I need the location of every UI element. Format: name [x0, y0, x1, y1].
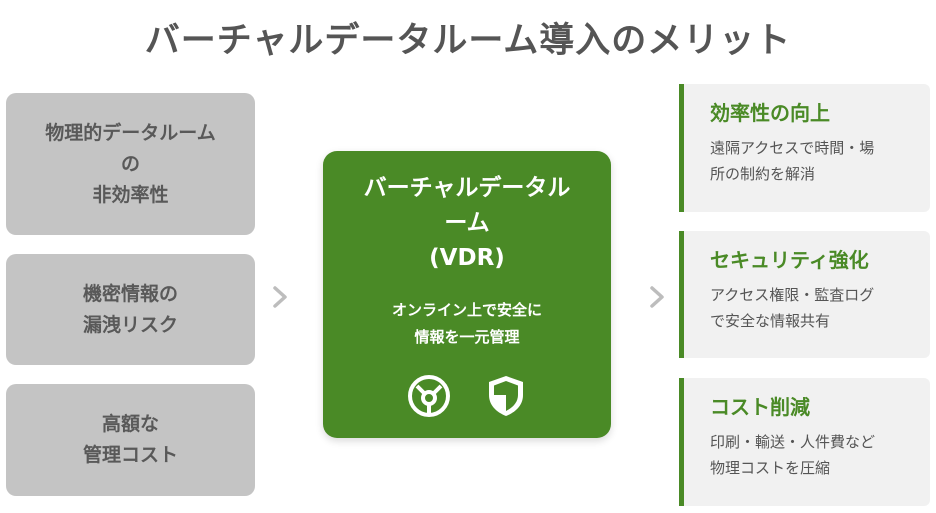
chevron-right-icon: [268, 283, 292, 311]
benefit-description: 遠隔アクセスで時間・場 所の制約を解消: [710, 139, 875, 183]
problem-box-leak-risk: 機密情報の 漏洩リスク: [6, 254, 255, 365]
problem-box-physical-data-room: 物理的データルーム の 非効率性: [6, 93, 255, 235]
benefit-heading: 効率性の向上: [710, 101, 830, 125]
problem-box-cost: 高額な 管理コスト: [6, 384, 255, 496]
chevron-right-icon: [645, 283, 669, 311]
benefit-description: アクセス権限・監査ログ で安全な情報共有: [710, 286, 875, 330]
network-icon: [406, 373, 452, 419]
vdr-subtitle: オンライン上で安全に 情報を一元管理: [391, 301, 542, 346]
benefit-card-efficiency: 効率性の向上 遠隔アクセスで時間・場 所の制約を解消: [679, 84, 930, 212]
vdr-title: バーチャルデータル ーム (VDR): [363, 175, 571, 271]
problem-label: 高額な 管理コスト: [82, 413, 178, 466]
benefit-card-cost-reduction: コスト削減 印刷・輸送・人件費など 物理コストを圧縮: [679, 378, 930, 506]
vdr-solution-box: バーチャルデータル ーム (VDR) オンライン上で安全に 情報を一元管理: [323, 151, 611, 438]
page-title: バーチャルデータルーム導入のメリット: [144, 21, 792, 61]
benefit-heading: セキュリティ強化: [710, 248, 869, 272]
problem-label: 機密情報の 漏洩リスク: [82, 282, 178, 336]
benefit-description: 印刷・輸送・人件費など 物理コストを圧縮: [710, 433, 876, 477]
shield-icon: [483, 373, 529, 419]
benefit-heading: コスト削減: [710, 395, 810, 419]
problem-label: 物理的データルーム の 非効率性: [45, 121, 216, 206]
benefit-card-security: セキュリティ強化 アクセス権限・監査ログ で安全な情報共有: [679, 231, 930, 358]
